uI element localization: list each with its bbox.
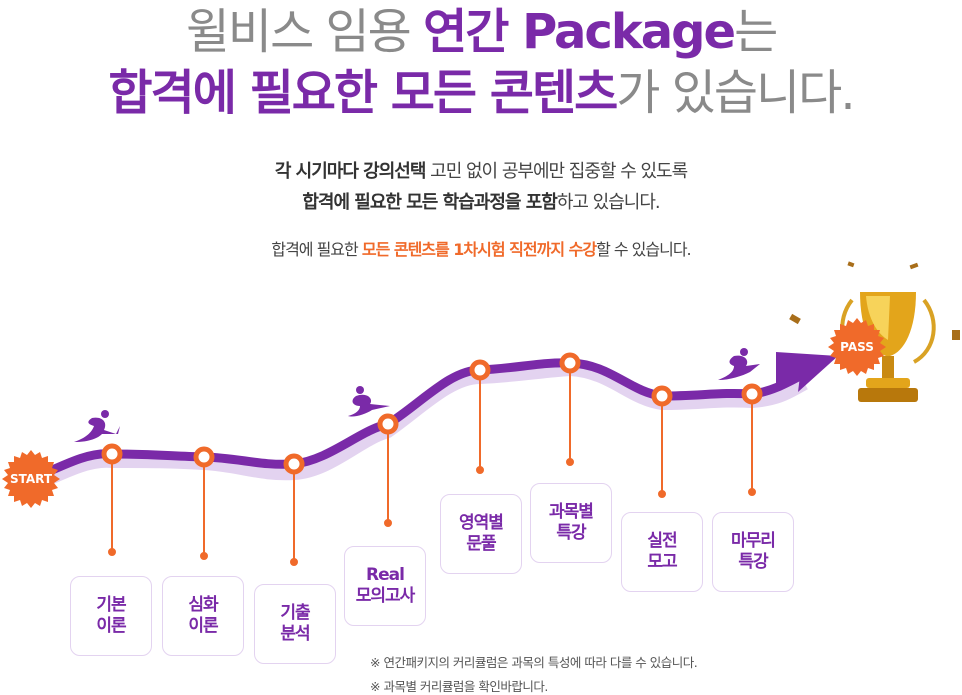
step-line-1: 실전: [647, 531, 677, 551]
headline-suffix: 는: [734, 4, 778, 60]
node-7: [651, 385, 673, 407]
intro-line-3: 합격에 필요한 모든 콘텐츠를 1차시험 직전까지 수강할 수 있습니다.: [0, 236, 962, 260]
pass-badge: PASS: [828, 318, 886, 376]
intro-line-1: 각 시기마다 강의선택 고민 없이 공부에만 집중할 수 있도록: [0, 157, 962, 183]
note-check-curriculum: ※ 과목별 커리큘럼을 확인바랍니다.: [370, 679, 548, 694]
arrow-head-icon: [776, 352, 838, 392]
headline-line-2: 합격에 필요한 모든 콘텐츠가 있습니다.: [0, 62, 962, 124]
pin-lines: [108, 363, 756, 566]
headline-highlight: 합격에 필요한 모든 콘텐츠: [108, 65, 618, 121]
intro-suffix-3: 할 수 있습니다.: [596, 240, 692, 259]
note-curriculum-varies: ※ 연간패키지의 커리큘럼은 과목의 특성에 따라 다를 수 있습니다.: [370, 655, 698, 670]
pass-burst-icon: [828, 318, 886, 376]
step-line-1: 영역별: [459, 513, 504, 533]
headline-suffix-2: 가 있습니다.: [616, 65, 855, 121]
step-line-1: 기본: [96, 595, 126, 615]
step-line-2: 문풀: [466, 534, 496, 554]
node-8: [741, 383, 763, 405]
intro-bold-1: 각 시기마다 강의선택: [274, 161, 427, 182]
node-2: [193, 446, 215, 468]
step-line-1: 마무리: [731, 531, 776, 551]
step-line-2: 모고: [647, 552, 677, 572]
step-line-1: 과목별: [549, 502, 594, 522]
runner-icon: [348, 386, 390, 417]
node-5: [469, 359, 491, 381]
step-line-1: 심화: [188, 595, 218, 615]
step-line-2: 이론: [96, 616, 126, 636]
step-line-2: 분석: [280, 624, 310, 644]
headline-line-1: 윌비스 임용 연간 Package는: [0, 2, 962, 62]
node-6: [559, 352, 581, 374]
milestone-nodes: [101, 352, 763, 475]
step-line-2: 모의고사: [355, 586, 416, 606]
intro-rest-2: 하고 있습니다.: [556, 192, 661, 213]
node-4: [377, 413, 399, 435]
step-line-2: 특강: [738, 552, 768, 572]
intro-bold-2: 합격에 필요한 모든 학습과정을 포함: [302, 192, 557, 213]
start-label: START: [9, 472, 53, 486]
road-path: [28, 358, 803, 485]
headline-package: 연간 Package: [423, 4, 736, 60]
runner-icon: [74, 410, 120, 442]
pass-label: PASS: [840, 340, 874, 354]
node-1: [101, 443, 123, 465]
road-shadow: [27, 363, 808, 494]
step-line-1: 기출: [280, 603, 310, 623]
runner-icon: [718, 348, 760, 380]
node-3: [283, 453, 305, 475]
start-burst-icon: [2, 450, 60, 508]
intro-highlight-3: 모든 콘텐츠를 1차시험 직전까지 수강: [361, 240, 597, 259]
headline-prefix: 윌비스 임용: [185, 4, 424, 60]
start-badge: START: [2, 450, 60, 508]
intro-prefix-3: 합격에 필요한: [271, 240, 362, 259]
runner-icons: [74, 348, 760, 442]
intro-rest-1: 고민 없이 공부에만 집중할 수 있도록: [425, 161, 688, 182]
step-line-2: 이론: [188, 616, 218, 636]
intro-line-2: 합격에 필요한 모든 학습과정을 포함하고 있습니다.: [0, 188, 962, 214]
step-line-2: 특강: [556, 523, 586, 543]
step-line-1: Real: [366, 565, 405, 585]
